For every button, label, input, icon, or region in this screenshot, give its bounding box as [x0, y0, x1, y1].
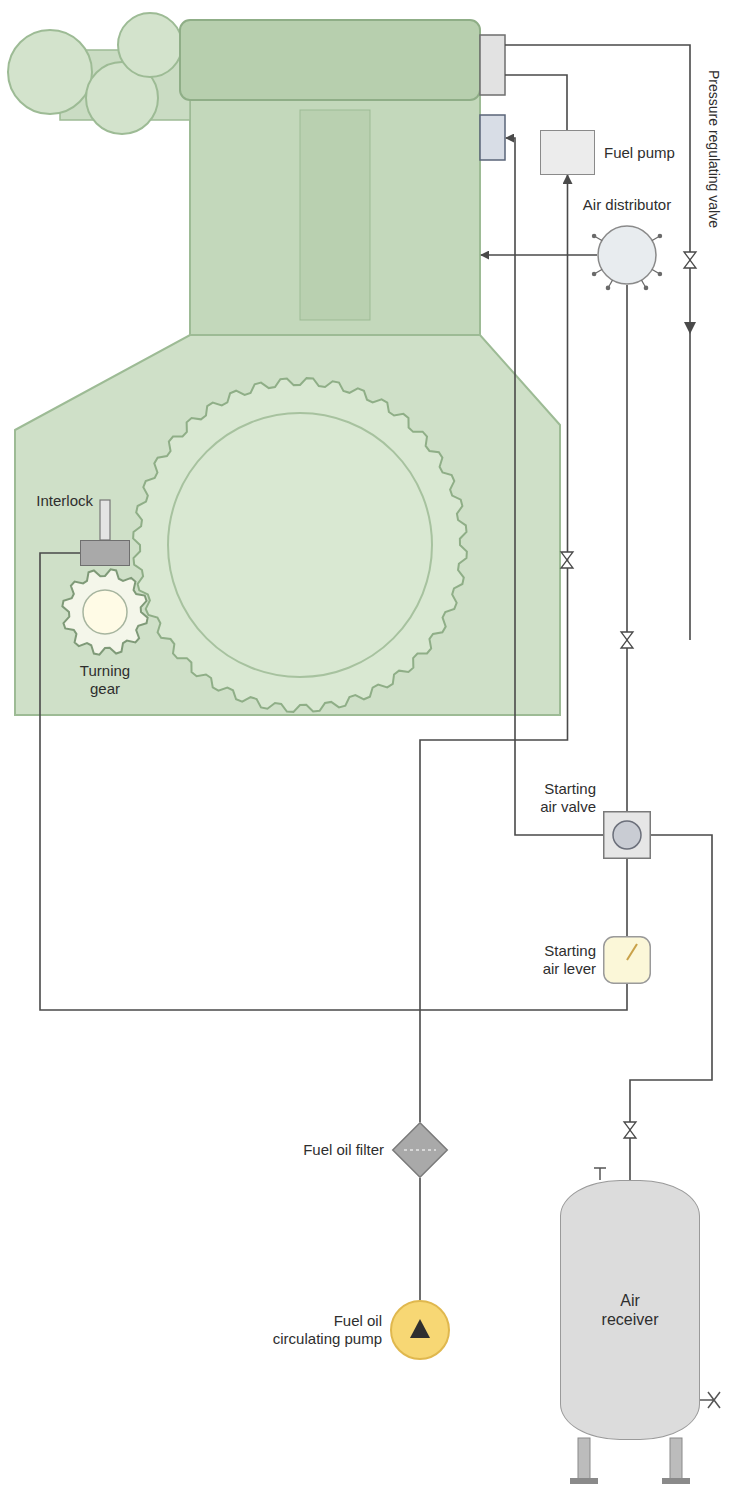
- part-label: Starting air valve: [534, 780, 596, 816]
- part-label: Interlock: [36, 492, 93, 510]
- fuel-injector: [480, 35, 505, 95]
- drain-valve: [700, 1392, 720, 1408]
- valve-box-outline: [603, 811, 651, 859]
- receiver-foot: [570, 1478, 598, 1484]
- pipe-connector: [626, 285, 628, 811]
- distributor-pipe: [481, 254, 597, 256]
- safety-valve: [594, 1168, 606, 1180]
- receiver-leg: [578, 1438, 590, 1480]
- cylinder-liner: [300, 110, 370, 320]
- turning-gear-wheel: [62, 569, 147, 654]
- valve-box: Starting air valve: [603, 811, 651, 859]
- pump-circle-outline: [390, 1300, 450, 1360]
- pipe-connector: [626, 859, 628, 936]
- part-label: Fuel oil filter: [303, 1141, 384, 1159]
- turning-gear-hub: [83, 590, 127, 634]
- receiver-leg: [670, 1438, 682, 1480]
- pipe-connector: [630, 835, 712, 1180]
- head-starting-valve: [480, 115, 505, 160]
- valve-label: Pressure regulating valve: [706, 70, 722, 228]
- part-label: Fuel oil circulating pump: [268, 1312, 382, 1348]
- pump-box: Fuel pump: [540, 130, 595, 175]
- receiver-tank: Air receiver: [560, 1180, 700, 1440]
- fuel-pump-delivery: [505, 75, 567, 130]
- filter-diamond: Fuel oil filter: [392, 1122, 448, 1178]
- part-label: Turning gear: [74, 662, 136, 698]
- gear-circle: Turning gear: [61, 568, 149, 656]
- pressure-regulating-line: [505, 45, 690, 640]
- filter-diamond-outline: [392, 1122, 448, 1178]
- part-label: Starting air lever: [534, 942, 596, 978]
- distributor-circle: Air distributor: [597, 225, 657, 285]
- pipe-connector: [40, 553, 627, 1010]
- pump-circle: Fuel oil circulating pump: [390, 1300, 450, 1360]
- cylinder-head: [180, 20, 480, 100]
- turbocharger: [118, 13, 182, 77]
- flywheel-gear: [133, 378, 467, 712]
- flow-arrow: [684, 322, 696, 334]
- receiver-foot: [662, 1478, 690, 1484]
- cylinder-block: [190, 95, 480, 335]
- tank-label: Air receiver: [561, 1181, 699, 1439]
- interlock-box: Interlock: [80, 540, 130, 566]
- lever-box-outline: [603, 936, 651, 984]
- gate-valve: [561, 252, 696, 1138]
- part-label: Air distributor: [583, 196, 671, 214]
- crankcase: [15, 335, 560, 715]
- flywheel-rim: [168, 413, 432, 677]
- turbocharger: [8, 30, 92, 114]
- part-label: Fuel pump: [604, 144, 675, 162]
- pipe-connector: [420, 175, 568, 1122]
- pipe-connector: [419, 1178, 421, 1300]
- starting-air-pipe: [506, 138, 603, 835]
- lever-box: Starting air lever: [603, 936, 651, 984]
- distributor-circle-outline: [597, 225, 657, 285]
- interlock-rod: [100, 500, 110, 540]
